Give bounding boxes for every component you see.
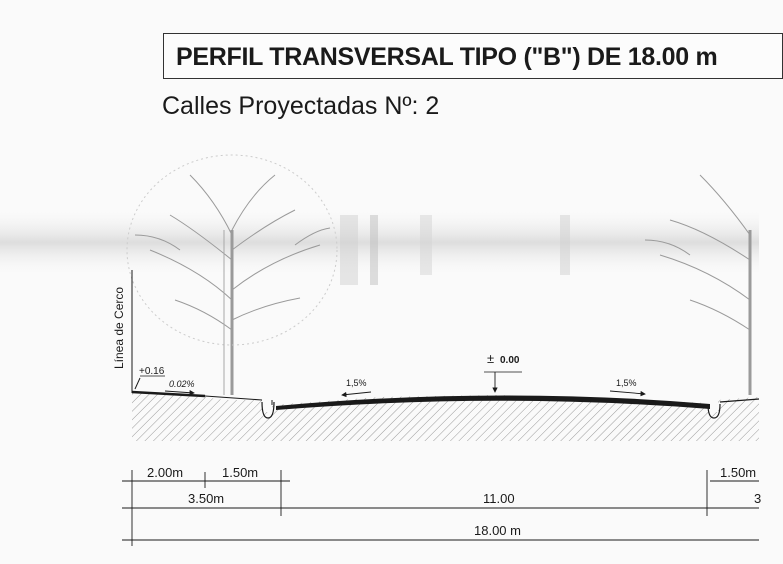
scan-band xyxy=(0,205,759,280)
dim-left-total: 3.50m xyxy=(188,491,224,506)
sidewalk-right xyxy=(719,398,760,403)
elevation-center-label: 0.00 xyxy=(500,355,520,366)
slope-left-arrow xyxy=(341,391,372,398)
dim-right-total: 3 xyxy=(754,491,761,506)
title-box: PERFIL TRANSVERSAL TIPO ("B") DE 18.00 m xyxy=(163,33,783,79)
dim-right-strip: 1.50m xyxy=(720,465,756,480)
slope-sidewalk-arrow xyxy=(164,389,195,396)
elevation-edge-label: +0.16 xyxy=(139,366,165,377)
tree-right xyxy=(644,174,752,395)
dimension-lines xyxy=(122,470,759,546)
slope-right-label: 1,5% xyxy=(616,378,637,388)
gutter-left xyxy=(261,401,275,419)
elevation-center-sign: ± xyxy=(487,351,494,366)
dim-total: 18.00 m xyxy=(474,523,521,538)
cross-section-drawing: Línea de Cerco +0.16 0.02% 1,5% 1,5% ± 0… xyxy=(0,154,761,546)
drawing-title: PERFIL TRANSVERSAL TIPO ("B") DE 18.00 m xyxy=(176,43,718,71)
road-pavement xyxy=(276,395,710,410)
slope-sidewalk-label: 0.02% xyxy=(169,379,195,389)
drawing-subtitle: Calles Proyectadas Nº: 2 xyxy=(162,92,440,120)
dim-sidewalk: 2.00m xyxy=(147,465,183,480)
dim-planting-strip: 1.50m xyxy=(222,465,258,480)
gutter-right xyxy=(707,403,721,419)
tree-left xyxy=(126,154,338,395)
slope-right-arrow xyxy=(609,390,646,397)
slope-left-label: 1,5% xyxy=(346,378,367,388)
linea-cerco-label: Línea de Cerco xyxy=(112,287,126,369)
dim-road: 11.00 xyxy=(483,491,515,506)
